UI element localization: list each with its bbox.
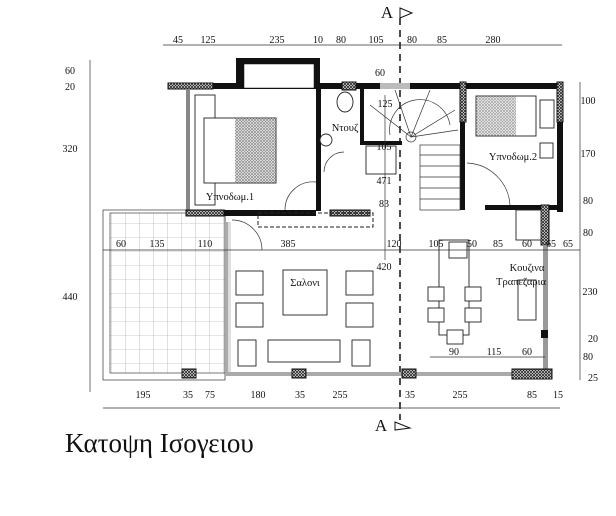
staircase xyxy=(369,89,461,211)
dimension-label: 80 xyxy=(583,352,593,363)
dimension-label: 60 xyxy=(375,68,385,79)
coffee-table xyxy=(282,269,328,316)
dimension-lines xyxy=(89,44,581,409)
dimension-labels: 45 125 235 10 80 105 80 85 280 60 60 20 … xyxy=(63,35,599,401)
dimension-label: 110 xyxy=(198,239,213,250)
dimension-label: 83 xyxy=(379,199,389,210)
section-flag-icon xyxy=(399,7,414,19)
furniture xyxy=(194,91,555,367)
armchair xyxy=(235,270,264,296)
dimension-label: 105 xyxy=(369,35,384,46)
dimension-label: 20 xyxy=(65,82,75,93)
dimension-label: 85 xyxy=(527,390,537,401)
room-label-kitchen: Κουζινα xyxy=(510,263,545,274)
armchair xyxy=(345,302,374,328)
kitchen-sink xyxy=(517,279,537,321)
dimension-label: 75 xyxy=(205,390,215,401)
dimension-label: 170 xyxy=(581,149,596,160)
dimension-label: 105 xyxy=(377,142,392,153)
shower-tray xyxy=(365,145,397,175)
dimension-label: 235 xyxy=(270,35,285,46)
dimension-label: 60 xyxy=(522,347,532,358)
dimension-label: 135 xyxy=(150,239,165,250)
sofa xyxy=(267,339,341,363)
dimension-label: 35 xyxy=(183,390,193,401)
dimension-label: 105 xyxy=(429,239,444,250)
dimension-label: 180 xyxy=(251,390,266,401)
dimension-label: 25 xyxy=(588,373,598,384)
armchair xyxy=(345,270,374,296)
dimension-label: 320 xyxy=(63,144,78,155)
dimension-label: 255 xyxy=(453,390,468,401)
dimension-label: 50 xyxy=(467,239,477,250)
toilet xyxy=(336,91,354,113)
dimension-label: 420 xyxy=(377,262,392,273)
dimension-label: 195 xyxy=(136,390,151,401)
room-label-living: Σαλονι xyxy=(290,278,320,289)
dimension-label: 100 xyxy=(581,96,596,107)
dimension-label: 440 xyxy=(63,292,78,303)
dimension-label: 125 xyxy=(201,35,216,46)
dimension-label: 280 xyxy=(486,35,501,46)
dimension-label: 120 xyxy=(387,239,402,250)
dimension-label: 115 xyxy=(487,347,502,358)
dimension-label: 255 xyxy=(333,390,348,401)
room-label-bedroom2: Υπνοδωμ.2 xyxy=(489,152,537,163)
dimension-label: 65 xyxy=(546,239,556,250)
room-label-dining: Τραπεζαρια xyxy=(496,277,546,288)
dimension-label: 60 xyxy=(116,239,126,250)
dimension-label: 85 xyxy=(493,239,503,250)
sink xyxy=(319,133,333,147)
armchair xyxy=(235,302,264,328)
dimension-label: 80 xyxy=(407,35,417,46)
terrace xyxy=(109,212,226,374)
room-label-shower: Ντουζ xyxy=(332,123,359,134)
dimension-label: 35 xyxy=(405,390,415,401)
dimension-label: 45 xyxy=(173,35,183,46)
dimension-label: 85 xyxy=(437,35,447,46)
dimension-label: 230 xyxy=(583,287,598,298)
section-flag-icon xyxy=(394,421,412,431)
dimension-label: 10 xyxy=(313,35,323,46)
dimension-label: 80 xyxy=(583,228,593,239)
dimension-label: 15 xyxy=(553,390,563,401)
dimension-label: 60 xyxy=(522,239,532,250)
plan-title: Κατοψη Ισογειου xyxy=(65,428,254,458)
dimension-label: 385 xyxy=(281,239,296,250)
dimension-label: 90 xyxy=(449,347,459,358)
section-marker-top: A xyxy=(381,3,394,22)
room-label-bedroom1: Υπνοδωμ.1 xyxy=(206,192,254,203)
dimension-label: 35 xyxy=(295,390,305,401)
dimension-label: 80 xyxy=(336,35,346,46)
section-marker-bottom: A xyxy=(375,416,388,435)
dimension-label: 471 xyxy=(377,176,392,187)
dimension-label: 20 xyxy=(588,334,598,345)
dimension-label: 60 xyxy=(65,66,75,77)
dimension-label: 80 xyxy=(583,196,593,207)
dimension-label: 125 xyxy=(378,99,393,110)
dimension-label: 65 xyxy=(563,239,573,250)
